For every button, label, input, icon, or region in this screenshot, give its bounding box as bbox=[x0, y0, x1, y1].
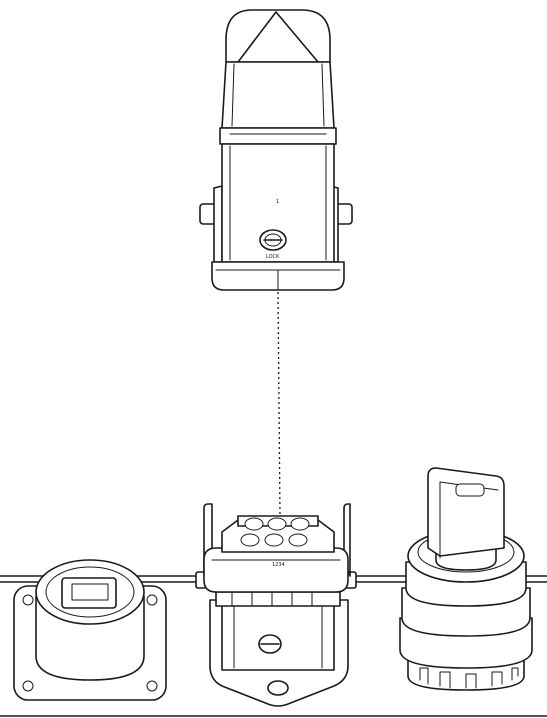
insert-marker-text: 1234 bbox=[272, 562, 285, 568]
key bbox=[427, 467, 505, 557]
contact-pin-5 bbox=[264, 533, 284, 547]
hood-small-marker: 1 bbox=[276, 199, 279, 205]
hood-left-bracket bbox=[213, 185, 223, 263]
alignment-guide-line bbox=[277, 291, 281, 517]
contact-pin-1 bbox=[244, 517, 264, 531]
flange-hole-bottom-left bbox=[22, 680, 34, 692]
hood-lock-label: LOCK bbox=[266, 254, 280, 260]
key-switch bbox=[399, 467, 533, 691]
usb-panel-socket bbox=[13, 559, 167, 701]
key-slot bbox=[455, 483, 485, 497]
base-collar bbox=[215, 591, 341, 607]
hood-cap bbox=[225, 9, 331, 63]
flange-hole-top-right bbox=[146, 594, 158, 606]
contact-pin-4 bbox=[240, 533, 260, 547]
base-lower-body bbox=[221, 595, 335, 671]
hood-cap-ridge bbox=[237, 11, 319, 63]
hood-waist-band bbox=[219, 127, 337, 145]
contact-pin-6 bbox=[288, 533, 308, 547]
contact-pin-3 bbox=[290, 517, 310, 531]
flange-hole-bottom-right bbox=[146, 680, 158, 692]
contact-pin-2 bbox=[267, 517, 287, 531]
hood-upper-body bbox=[221, 61, 335, 129]
hood-housing: 1 LOCK bbox=[199, 9, 353, 291]
base-upper-housing bbox=[203, 547, 349, 593]
connector-base-housing: 1234 bbox=[195, 503, 357, 707]
base-flange-hole bbox=[267, 680, 289, 696]
flange-hole-top-left bbox=[22, 594, 34, 606]
usb-port-tongue bbox=[71, 583, 109, 601]
